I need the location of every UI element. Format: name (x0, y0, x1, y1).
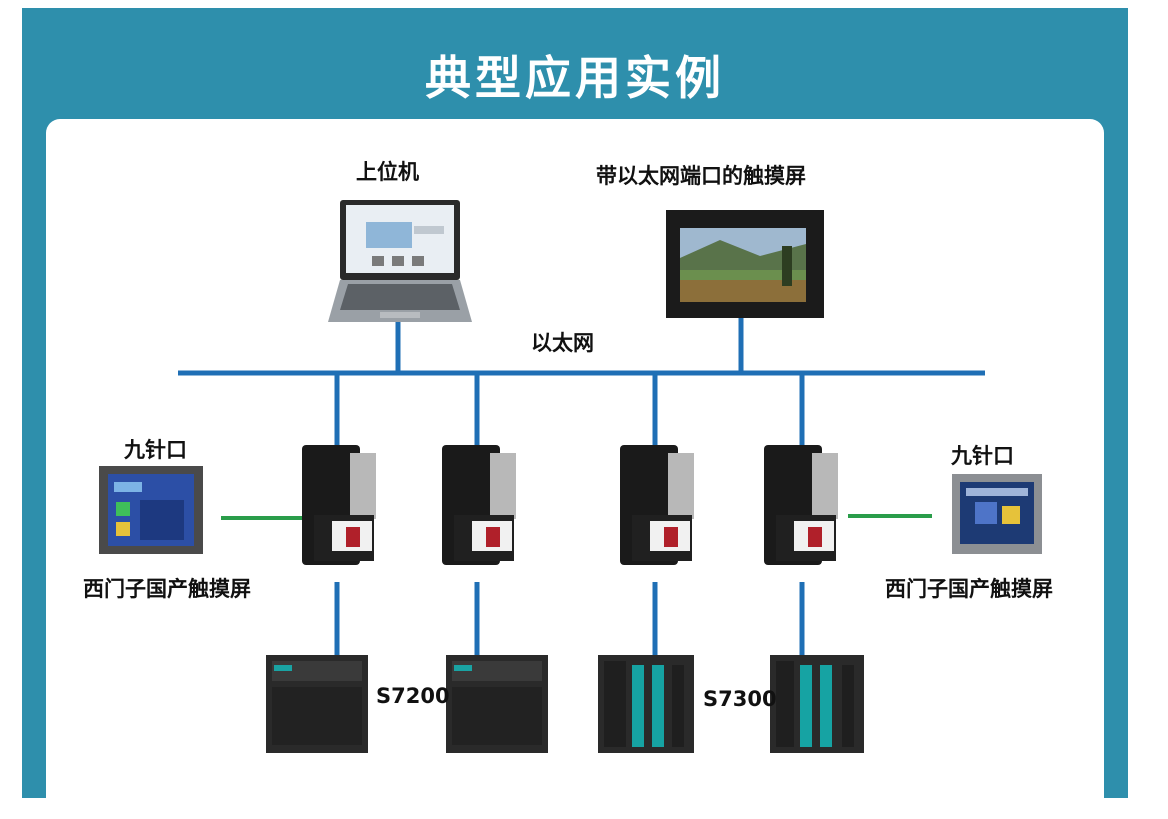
profibus-connector-icon-1 (302, 445, 376, 565)
profibus-connector-icon-2 (442, 445, 516, 565)
s7300-label: S7300 (703, 687, 777, 711)
ethernet-touchscreen-icon (666, 210, 824, 318)
touchscreen-right-label: 西门子国产触摸屏 (885, 577, 1053, 601)
ethernet-label: 以太网 (531, 331, 594, 355)
diagram-panel (46, 119, 1104, 819)
profibus-connector-icon-4 (764, 445, 838, 565)
touchscreen-left-label: 西门子国产触摸屏 (83, 577, 251, 601)
right-touchscreen-icon (952, 474, 1042, 554)
s7300-plc-icon-2 (770, 655, 864, 753)
eth-touchscreen-label: 带以太网端口的触摸屏 (596, 164, 806, 188)
ninepin-left-label: 九针口 (124, 438, 187, 462)
page-title: 典型应用实例 (425, 51, 725, 105)
laptop-icon (328, 200, 472, 322)
s7200-plc-icon-2 (446, 655, 548, 753)
s7200-label: S7200 (376, 684, 450, 708)
left-touchscreen-icon (99, 466, 203, 554)
s7300-plc-icon-1 (598, 655, 694, 753)
s7200-plc-icon-1 (266, 655, 368, 753)
profibus-connector-icon-3 (620, 445, 694, 565)
host-pc-label: 上位机 (356, 160, 419, 184)
ninepin-right-label: 九针口 (951, 444, 1014, 468)
network-diagram (99, 200, 1042, 753)
